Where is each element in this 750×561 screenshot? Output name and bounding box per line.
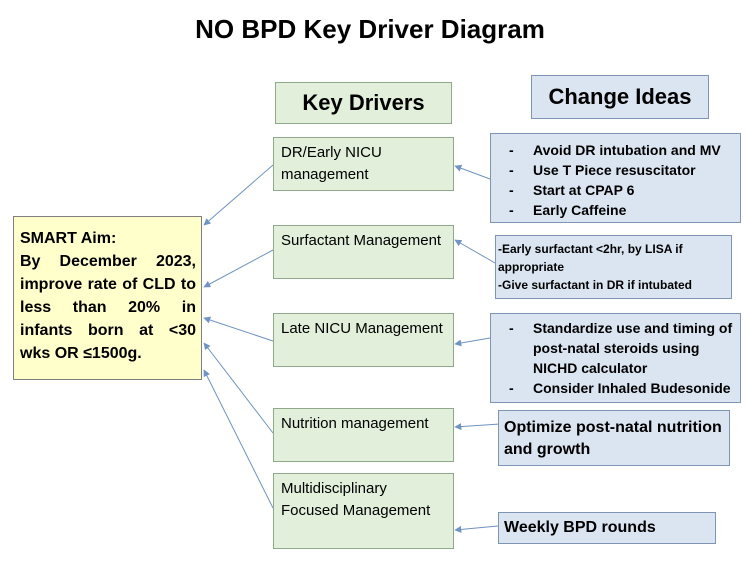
idea-item: Avoid DR intubation and MV <box>491 140 740 160</box>
arrow-idea3-to-driver3 <box>454 337 491 347</box>
ideas-nutrition-box: Optimize post-natal nutrition and growth <box>498 410 730 466</box>
ideas-dr-early-box: Avoid DR intubation and MV Use T Piece r… <box>490 133 741 223</box>
idea-item: Consider Inhaled Budesonide <box>491 378 736 398</box>
change-ideas-header: Change Ideas <box>531 75 709 119</box>
idea-item: Standardize use and timing of post-natal… <box>491 318 736 378</box>
smart-aim-box: SMART Aim: By December 2023, improve rat… <box>13 216 202 380</box>
smart-aim-text: By December 2023, improve rate of CLD to… <box>20 253 196 362</box>
idea-item: Early Caffeine <box>491 200 740 220</box>
idea-item: Use T Piece resuscitator <box>491 160 740 180</box>
ideas-surfactant-box: -Early surfactant <2hr, by LISA if appro… <box>495 235 732 299</box>
arrow-driver3-to-aim <box>203 316 274 342</box>
ideas-multidisciplinary-box: Weekly BPD rounds <box>498 512 716 544</box>
key-drivers-header: Key Drivers <box>275 82 452 124</box>
arrow-driver4-to-aim <box>203 342 274 434</box>
driver-multidisciplinary: Multidisciplinary Focused Management <box>273 473 454 549</box>
idea-item: -Early surfactant <2hr, by LISA if appro… <box>498 242 683 274</box>
diagram-title: NO BPD Key Driver Diagram <box>195 14 545 44</box>
arrow-idea2-to-driver2 <box>454 239 496 264</box>
driver-late-nicu: Late NICU Management <box>273 313 454 367</box>
ideas-late-nicu-box: Standardize use and timing of post-natal… <box>490 313 741 403</box>
smart-aim-title: SMART Aim: <box>20 230 117 247</box>
arrow-driver2-to-aim <box>203 249 274 288</box>
arrow-idea1-to-driver1 <box>454 164 491 180</box>
arrow-idea4-to-driver4 <box>454 423 501 431</box>
idea-item: Start at CPAP 6 <box>491 180 740 200</box>
idea-item: -Give surfactant in DR if intubated <box>498 278 693 292</box>
arrow-idea5-to-driver5 <box>454 525 499 533</box>
driver-dr-early-nicu: DR/Early NICU management <box>273 137 454 191</box>
driver-nutrition: Nutrition management <box>273 408 454 462</box>
arrow-driver5-to-aim <box>203 369 274 509</box>
arrow-driver1-to-aim <box>203 164 274 226</box>
driver-surfactant: Surfactant Management <box>273 225 454 279</box>
